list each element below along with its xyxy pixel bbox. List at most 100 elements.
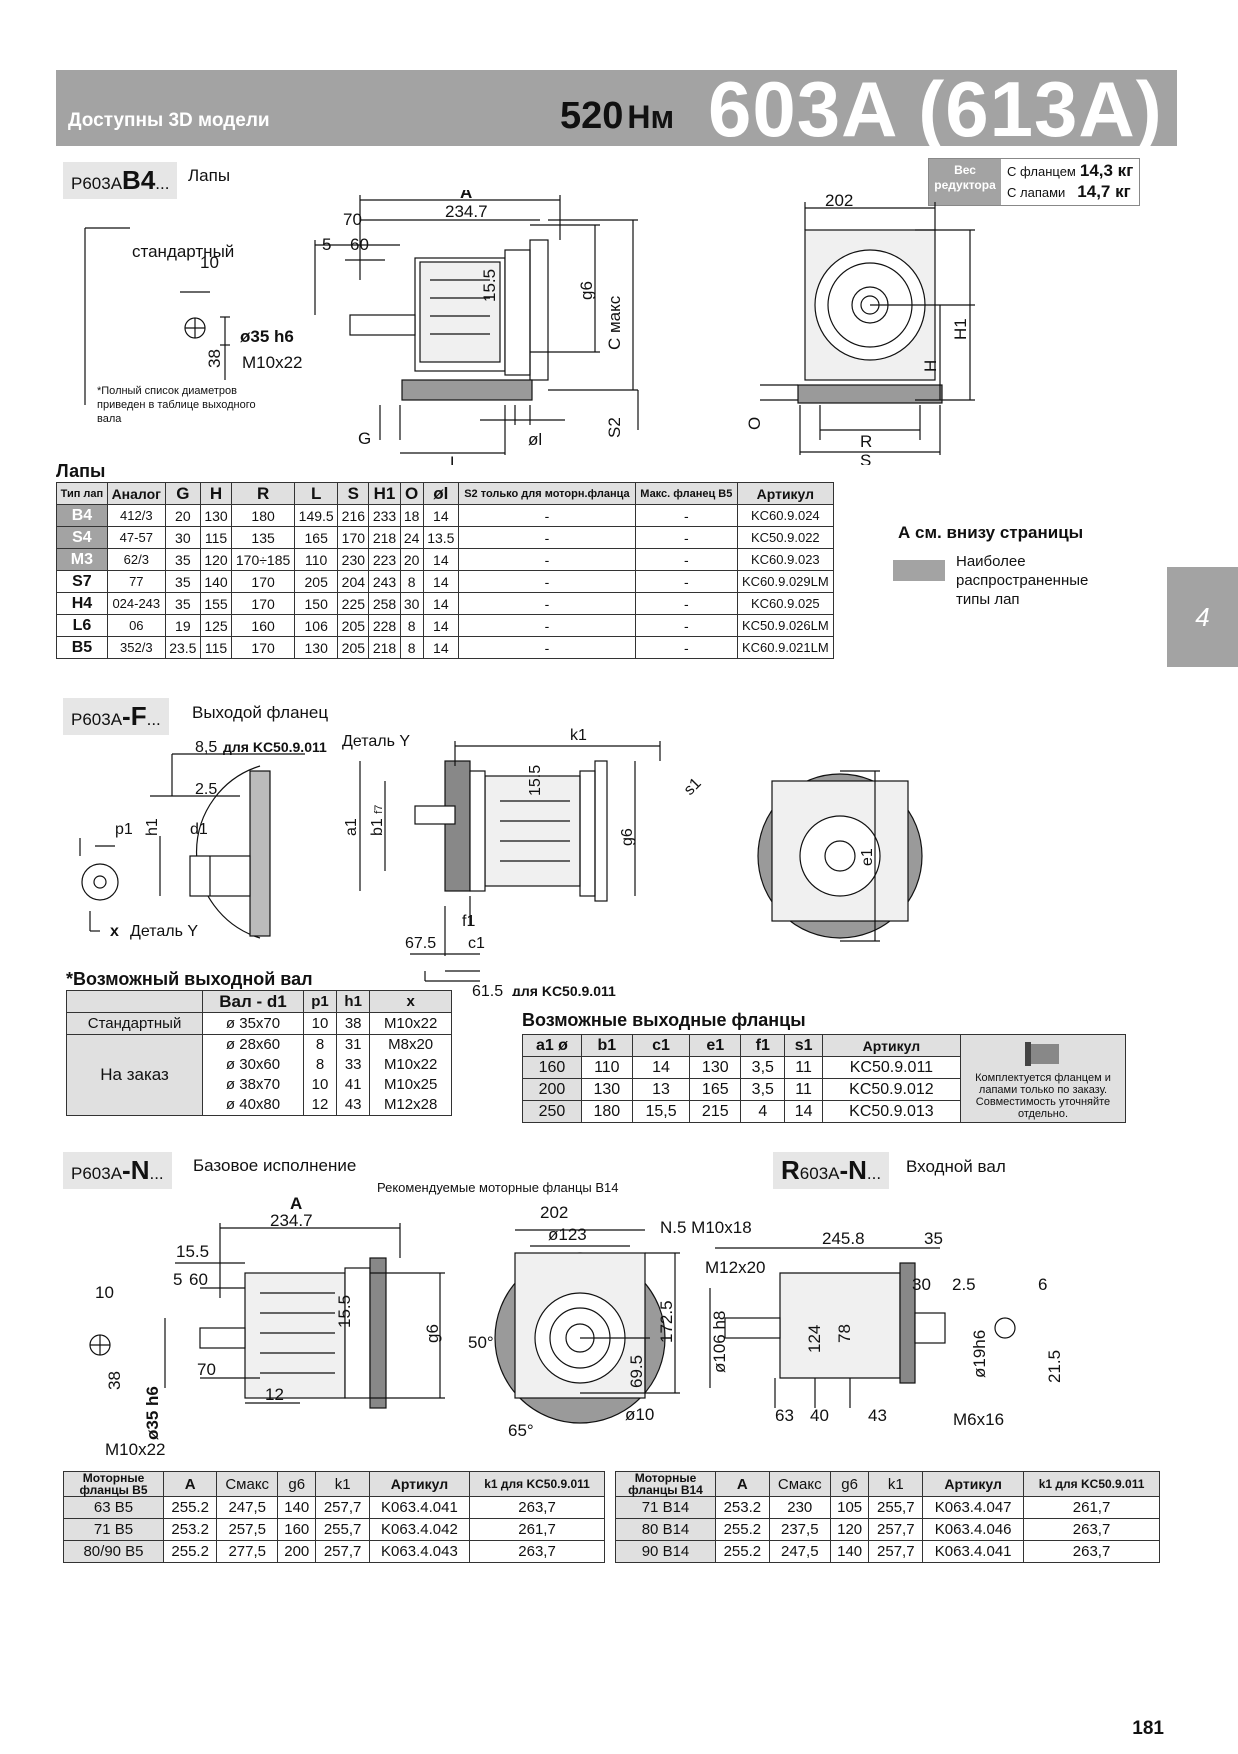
table-cell: 19 bbox=[164, 614, 201, 637]
svg-text:69.5: 69.5 bbox=[627, 1355, 646, 1388]
models-available-label: Доступны 3D модели bbox=[68, 110, 270, 131]
flange-table-title: Возможные выходные фланцы bbox=[522, 1010, 806, 1030]
svg-text:67.5: 67.5 bbox=[405, 935, 436, 952]
table-cell: 14 bbox=[422, 636, 459, 659]
table-cell: - bbox=[634, 504, 738, 527]
svg-text:M6x16: M6x16 bbox=[953, 1410, 1004, 1429]
flange-note: Комплектуется фланцем и лапами только по… bbox=[960, 1034, 1126, 1123]
table-cell: 165 bbox=[294, 526, 339, 549]
table-cell: 205 bbox=[337, 614, 370, 637]
section-desc-basic: Базовое исполнение bbox=[193, 1156, 357, 1175]
table-cell: 257,7 bbox=[868, 1540, 924, 1563]
svg-text:38: 38 bbox=[105, 1371, 124, 1390]
table-cell: S4 bbox=[56, 526, 108, 549]
table-cell: 170 bbox=[231, 570, 296, 593]
table-cell: - bbox=[634, 570, 738, 593]
feet-header-cell: S2 только для моторн.фланца bbox=[457, 482, 636, 505]
table-cell: KC60.9.025 bbox=[736, 592, 835, 615]
section-code-feet: P603AB4... bbox=[63, 162, 178, 199]
svg-text:s1: s1 bbox=[681, 775, 705, 799]
table-cell: 257,5 bbox=[216, 1518, 279, 1541]
table-cell: 257,7 bbox=[315, 1496, 370, 1519]
svg-text:M10x22: M10x22 bbox=[105, 1440, 165, 1458]
svg-text:A: A bbox=[290, 1194, 302, 1213]
table-cell: 130 bbox=[294, 636, 339, 659]
svg-text:10: 10 bbox=[95, 1283, 114, 1302]
table-cell: 230 bbox=[337, 548, 370, 571]
table-cell: 125 bbox=[199, 614, 233, 637]
svg-text:35: 35 bbox=[924, 1229, 943, 1248]
svg-text:M10x22: M10x22 bbox=[242, 353, 302, 372]
table-cell: 8 bbox=[399, 614, 424, 637]
chapter-tab[interactable]: 4 bbox=[1167, 567, 1238, 667]
table-cell: 223 bbox=[368, 548, 401, 571]
table-cell: 35 bbox=[164, 592, 201, 615]
svg-text:15.5: 15.5 bbox=[335, 1295, 354, 1328]
svg-text:63: 63 bbox=[775, 1406, 794, 1425]
svg-text:g6: g6 bbox=[577, 281, 596, 300]
svg-text:50°: 50° bbox=[468, 1333, 494, 1352]
table-cell: 130 bbox=[199, 504, 233, 527]
feet-header-cell: R bbox=[231, 482, 296, 505]
svg-text:60: 60 bbox=[189, 1270, 208, 1289]
basic-input-drawing: Рекомендуемые моторные фланцы B14 A 234.… bbox=[89, 1180, 1064, 1458]
table-cell: L6 bbox=[56, 614, 108, 637]
table-cell: 253.2 bbox=[715, 1496, 770, 1519]
table-cell: - bbox=[457, 592, 636, 615]
table-cell: - bbox=[457, 504, 636, 527]
svg-text:G: G bbox=[358, 429, 371, 448]
legend-swatch bbox=[893, 560, 945, 581]
table-cell: 47-57 bbox=[106, 526, 166, 549]
table-cell: M3 bbox=[56, 548, 108, 571]
note-a: А см. внизу страницы bbox=[898, 523, 1084, 542]
svg-text:245.8: 245.8 bbox=[822, 1229, 865, 1248]
table-cell: 255.2 bbox=[162, 1496, 218, 1519]
svg-text:15.5: 15.5 bbox=[527, 765, 544, 796]
svg-text:Деталь Y: Деталь Y bbox=[130, 923, 198, 940]
table-cell: 412/3 bbox=[106, 504, 166, 527]
table-cell: 35 bbox=[164, 570, 201, 593]
table-cell: KC60.9.023 bbox=[736, 548, 835, 571]
shaft-footnote: *Полный список диаметров приведен в табл… bbox=[97, 385, 256, 425]
table-cell: - bbox=[634, 614, 738, 637]
svg-text:78: 78 bbox=[835, 1324, 854, 1343]
svg-text:e1: e1 bbox=[859, 848, 876, 866]
svg-text:38: 38 bbox=[205, 349, 224, 368]
table-cell: 71 B5 bbox=[63, 1518, 164, 1541]
svg-text:61,5: 61,5 bbox=[472, 983, 503, 996]
table-cell: 8 bbox=[399, 636, 424, 659]
svg-text:8,5: 8,5 bbox=[195, 739, 217, 756]
table-cell: KC50.9.026LM bbox=[736, 614, 835, 637]
table-cell: 228 bbox=[368, 614, 401, 637]
table-cell: 352/3 bbox=[106, 636, 166, 659]
table-cell: 277,5 bbox=[216, 1540, 279, 1563]
svg-text:65°: 65° bbox=[508, 1421, 534, 1440]
svg-text:70: 70 bbox=[343, 210, 362, 229]
svg-text:12: 12 bbox=[265, 1385, 284, 1404]
table-cell: 263,7 bbox=[469, 1496, 605, 1519]
table-cell: 24 bbox=[399, 526, 424, 549]
table-cell: 140 bbox=[829, 1540, 870, 1563]
table-cell: KC50.9.022 bbox=[736, 526, 835, 549]
table-cell: 225 bbox=[337, 592, 370, 615]
table-cell: 237,5 bbox=[768, 1518, 831, 1541]
table-cell: KC60.9.021LM bbox=[736, 636, 835, 659]
svg-text:k1: k1 bbox=[570, 727, 587, 744]
feet-header-cell: O bbox=[399, 482, 424, 505]
feet-header-cell: L bbox=[294, 482, 339, 505]
table-cell: 170÷185 bbox=[231, 548, 296, 571]
section-desc-input: Входной вал bbox=[906, 1157, 1006, 1176]
feet-header-cell: H bbox=[199, 482, 233, 505]
svg-text:234.7: 234.7 bbox=[270, 1211, 313, 1230]
table-cell: 230 bbox=[768, 1496, 831, 1519]
svg-text:øl: øl bbox=[528, 430, 542, 449]
svg-text:43: 43 bbox=[868, 1406, 887, 1425]
table-cell: 20 bbox=[164, 504, 201, 527]
